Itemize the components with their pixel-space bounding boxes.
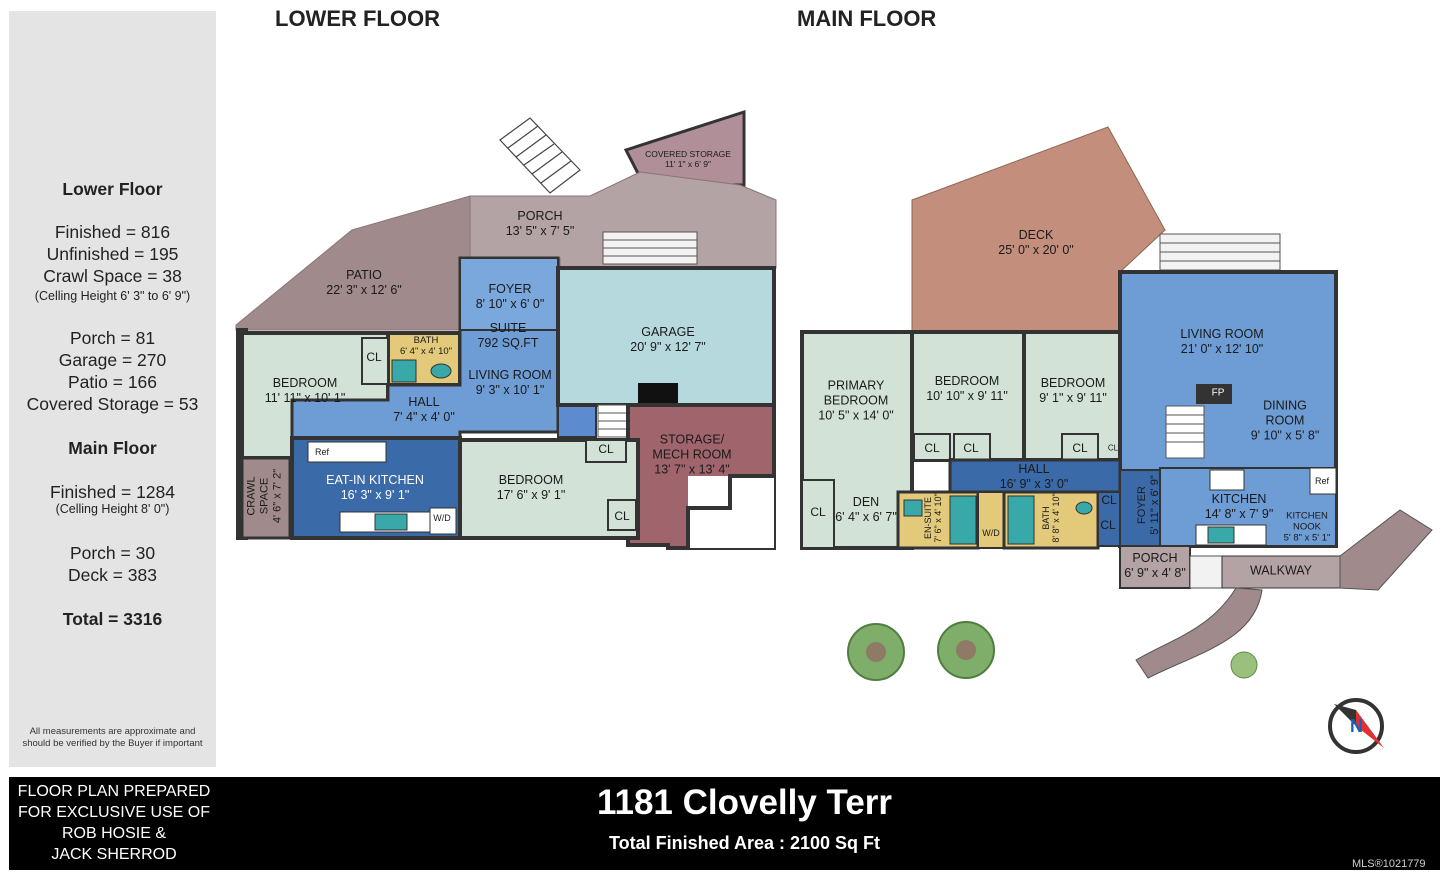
closet-label: CL <box>1100 518 1116 532</box>
fireplace-label: FP <box>1211 387 1225 399</box>
curved-walkway <box>1135 587 1263 679</box>
main-porch: Porch = 30 <box>69 543 156 563</box>
svg-text:N: N <box>1350 716 1363 736</box>
main-deck: Deck = 383 <box>67 565 157 585</box>
prepared-line-4: JACK SHERROD <box>51 846 177 863</box>
shrub-icon <box>1230 651 1258 679</box>
washer-dryer-label: W/D <box>433 513 451 523</box>
washer-dryer-label: W/D <box>982 528 1000 538</box>
mls-number: MLS®1021779 <box>1352 858 1426 870</box>
lower-covered-storage: Covered Storage = 53 <box>26 394 199 414</box>
lower-garage: Garage = 270 <box>58 350 167 370</box>
closet-label: CL <box>1101 493 1117 507</box>
patio-area <box>235 195 471 331</box>
lower-crawl-space <box>240 456 292 540</box>
disclaimer-line-2: should be verified by the Buyer if impor… <box>22 738 203 749</box>
main-finished: Finished = 1284 <box>49 482 176 502</box>
main-floor-heading: Main Floor <box>68 438 157 458</box>
closet-label: CL <box>1107 443 1119 453</box>
closet-label: CL <box>963 441 979 455</box>
main-foyer <box>1119 469 1161 547</box>
deck-stairs-icon <box>1159 233 1281 271</box>
total-finished-area: Total Finished Area : 2100 Sq Ft <box>608 833 881 853</box>
exterior-stairs-icon <box>499 117 581 194</box>
closet-label: CL <box>810 505 826 519</box>
lower-floor-heading: Lower Floor <box>62 179 163 199</box>
lower-crawl: Crawl Space = 38 <box>43 266 182 286</box>
main-floor-title: MAIN FLOOR <box>797 6 937 31</box>
lower-ceiling: (Celling Height 6' 3" to 6' 9") <box>34 289 191 303</box>
walkway-label: WALKWAY <box>1249 563 1313 578</box>
closet-label: CL <box>1072 441 1088 455</box>
disclaimer: All measurements are approximate and sho… <box>9 726 216 750</box>
lower-finished: Finished = 816 <box>54 222 171 242</box>
lower-garage <box>556 266 776 407</box>
lower-unfinished: Unfinished = 195 <box>46 244 179 264</box>
lower-floor-title: LOWER FLOOR <box>275 6 440 31</box>
closet-label: CL <box>614 509 630 523</box>
prepared-for-text: FLOOR PLAN PREPARED FOR EXCLUSIVE USE OF… <box>9 781 219 865</box>
total-area: Total = 3316 <box>62 609 163 629</box>
porch-stairs-icon <box>602 231 698 265</box>
main-walkway <box>1221 555 1341 589</box>
main-ceiling: (Celling Height 8' 0") <box>55 502 170 516</box>
prepared-line-2: FOR EXCLUSIVE USE OF <box>17 804 211 821</box>
refrigerator-label: Ref <box>314 447 330 457</box>
refrigerator-label: Ref <box>1314 476 1330 486</box>
closet-label: CL <box>924 441 940 455</box>
prepared-line-1: FLOOR PLAN PREPARED <box>17 783 211 800</box>
closet-label: CL <box>598 442 614 456</box>
lower-porch: Porch = 81 <box>69 328 156 348</box>
footer-bar: FLOOR PLAN PREPARED FOR EXCLUSIVE USE OF… <box>9 777 1440 870</box>
area-summary-panel: Lower Floor Finished = 816 Unfinished = … <box>9 11 216 767</box>
lower-patio: Patio = 166 <box>67 372 158 392</box>
closet-label: CL <box>366 350 382 364</box>
disclaimer-line-1: All measurements are approximate and <box>29 726 196 737</box>
property-address: 1181 Clovelly Terr <box>596 783 893 822</box>
compass-icon: N <box>1328 698 1384 754</box>
prepared-line-3: ROB HOSIE & <box>61 825 167 842</box>
